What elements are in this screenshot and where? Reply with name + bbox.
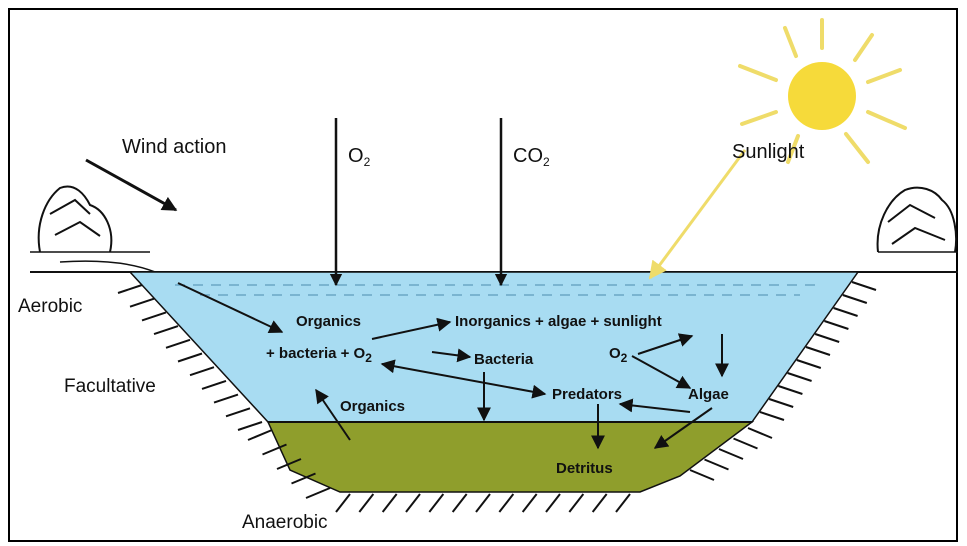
algae-label: Algae [688, 386, 729, 403]
sunlight-arrow [650, 150, 745, 278]
aerobic-label: Aerobic [18, 296, 82, 317]
bacteria-label: Bacteria [474, 351, 534, 368]
o2-label: O2 [348, 145, 371, 169]
co2-label: CO2 [513, 145, 550, 169]
anaerobic-label: Anaerobic [242, 512, 328, 533]
sediment-anaerobic-zone [268, 422, 752, 492]
detritus-label: Detritus [556, 460, 613, 477]
facultative-label: Facultative [64, 376, 156, 397]
left-shrub-icon [39, 186, 112, 252]
wind-arrow [86, 160, 176, 210]
predators-label: Predators [552, 386, 622, 403]
sunlight-label: Sunlight [732, 141, 805, 163]
inorganics-label: Inorganics + algae + sunlight [455, 313, 662, 330]
organics-top-label: Organics [296, 313, 361, 330]
organics-bottom-label: Organics [340, 398, 405, 415]
ground-line [30, 252, 958, 272]
wind-action-label: Wind action [122, 136, 227, 158]
right-shrub-icon [878, 188, 957, 252]
